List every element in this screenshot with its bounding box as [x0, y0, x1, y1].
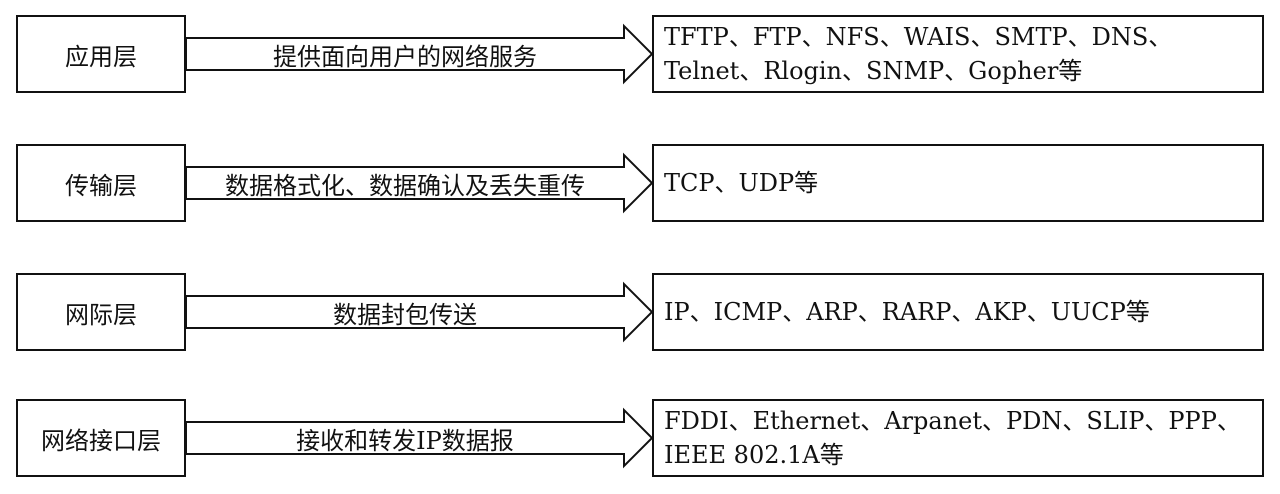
layer-box-application: 应用层	[16, 15, 186, 93]
layer-box-internet: 网际层	[16, 273, 186, 351]
arrow-label-transport: 数据格式化、数据确认及丢失重传	[225, 171, 585, 200]
arrow-label-application: 提供面向用户的网络服务	[273, 42, 537, 71]
layer-name: 网际层	[65, 300, 137, 329]
protocol-list: TCP、UDP等	[664, 169, 819, 197]
protocol-list: FDDI、Ethernet、Arpanet、PDN、SLIP、PPP、 IEEE…	[664, 407, 1241, 469]
layer-name: 传输层	[65, 171, 137, 200]
protocol-box-network-interface: FDDI、Ethernet、Arpanet、PDN、SLIP、PPP、 IEEE…	[652, 399, 1264, 477]
protocol-list: TFTP、FTP、NFS、WAIS、SMTP、DNS、 Telnet、Rlogi…	[664, 23, 1173, 85]
layer-box-transport: 传输层	[16, 144, 186, 222]
protocol-box-transport: TCP、UDP等	[652, 144, 1264, 222]
protocol-box-application: TFTP、FTP、NFS、WAIS、SMTP、DNS、 Telnet、Rlogi…	[652, 15, 1264, 93]
protocol-box-internet: IP、ICMP、ARP、RARP、AKP、UUCP等	[652, 273, 1264, 351]
arrow-label-internet: 数据封包传送	[333, 300, 477, 329]
protocol-list: IP、ICMP、ARP、RARP、AKP、UUCP等	[664, 298, 1150, 326]
layer-box-network-interface: 网络接口层	[16, 399, 186, 477]
layer-name: 网络接口层	[41, 426, 161, 455]
layer-name: 应用层	[65, 42, 137, 71]
arrow-label-network-interface: 接收和转发IP数据报	[296, 426, 514, 455]
